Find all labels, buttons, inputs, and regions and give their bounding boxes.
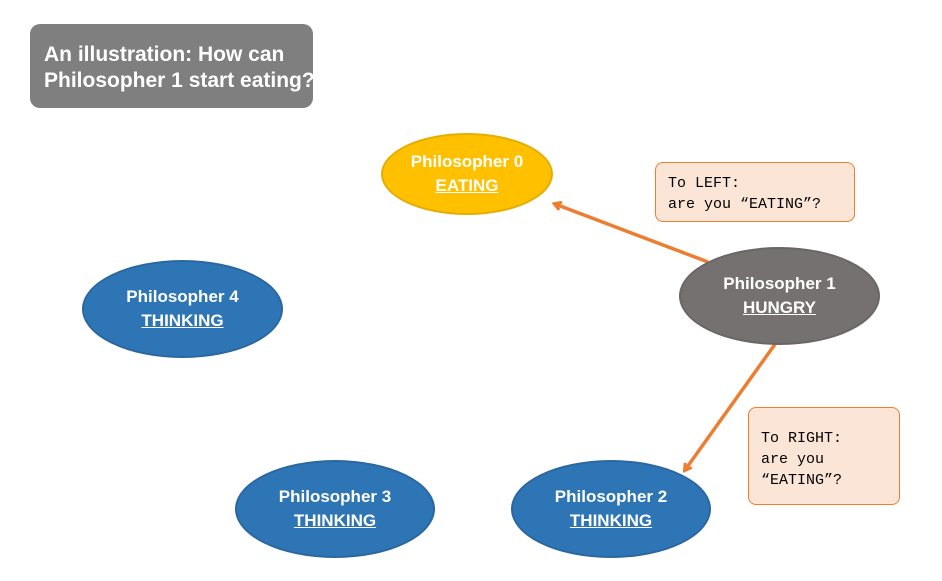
philosopher-2-name: Philosopher 2 — [554, 487, 668, 506]
arrow-to-philosopher-2 — [685, 338, 780, 470]
philosopher-2-node: Philosopher 2 THINKING — [511, 460, 711, 558]
slide-title: An illustration: How can Philosopher 1 s… — [30, 24, 315, 108]
title-line-1: An illustration: How can — [44, 43, 285, 66]
philosopher-1-node: Philosopher 1 HUNGRY — [679, 247, 880, 345]
philosopher-3-state: THINKING — [293, 511, 377, 530]
philosopher-4-name: Philosopher 4 — [126, 287, 239, 306]
message-to-right: To RIGHT: are you “EATING”? — [748, 407, 900, 505]
philosopher-1-name: Philosopher 1 — [723, 274, 836, 293]
philosopher-0-node: Philosopher 0 EATING — [381, 133, 553, 215]
message-left-line-2: are you “EATING”? — [668, 196, 822, 213]
title-line-2: Philosopher 1 start eating? — [44, 69, 315, 92]
message-right-line-3: “EATING”? — [761, 472, 843, 489]
message-left-line-1: To LEFT: — [668, 175, 741, 192]
philosopher-3-name: Philosopher 3 — [278, 487, 392, 506]
message-to-left: To LEFT: are you “EATING”? — [655, 162, 855, 222]
philosopher-4-node: Philosopher 4 THINKING — [82, 260, 283, 358]
arrow-to-philosopher-0 — [555, 204, 709, 264]
philosopher-0-state: EATING — [435, 176, 499, 195]
philosopher-1-state: HUNGRY — [742, 298, 817, 317]
philosopher-4-state: THINKING — [141, 311, 224, 330]
message-right-line-1: To RIGHT: — [761, 430, 843, 447]
message-right-line-2: are you — [761, 451, 825, 468]
philosopher-3-node: Philosopher 3 THINKING — [235, 460, 435, 558]
philosopher-0-name: Philosopher 0 — [410, 152, 524, 171]
philosopher-2-state: THINKING — [569, 511, 653, 530]
